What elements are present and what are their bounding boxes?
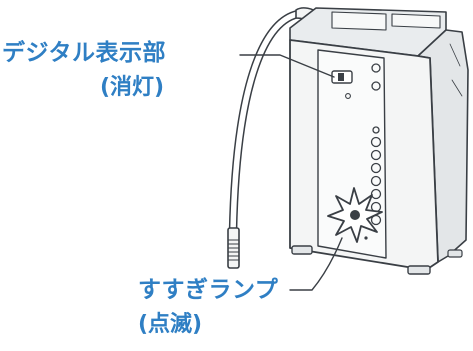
lamp-leader-line xyxy=(289,237,343,291)
rinse-lamp-callout-state: (点滅) xyxy=(138,312,203,337)
display-callout-state: (消灯) xyxy=(100,75,165,100)
device-body xyxy=(289,7,469,275)
display-callout-label: デジタル表示部 xyxy=(2,40,167,66)
display-leader-line xyxy=(239,54,335,78)
rinse-lamp-blink xyxy=(327,187,383,243)
rinse-lamp-callout-label: すすぎランプ xyxy=(138,277,279,303)
hose-nozzle xyxy=(227,227,240,269)
digital-display xyxy=(331,70,353,99)
